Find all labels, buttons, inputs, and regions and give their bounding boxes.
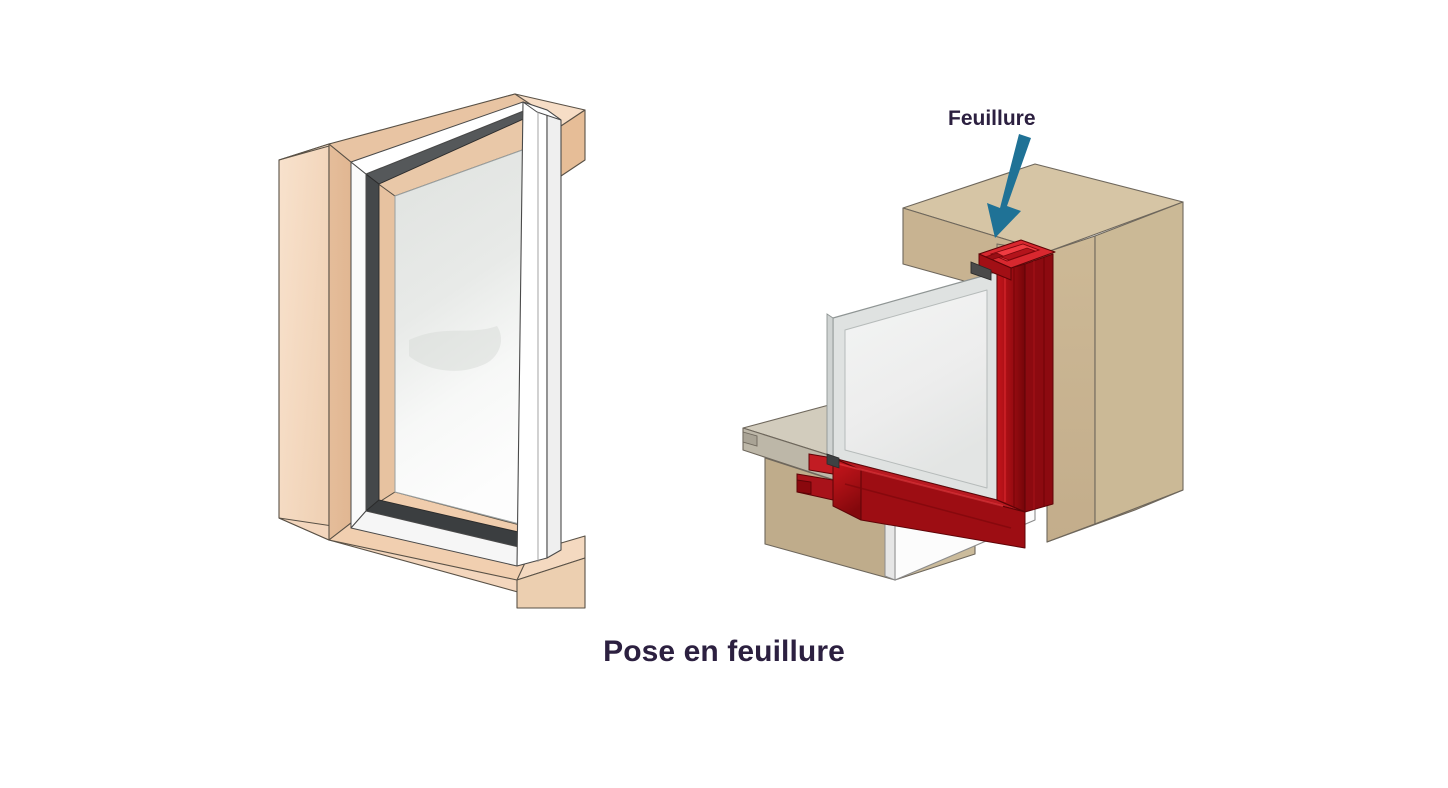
wall-face-left-pier <box>278 143 330 541</box>
figure-window-in-opening <box>255 88 615 613</box>
frame-right-stile-side <box>546 109 562 559</box>
window-frame-group <box>350 101 562 567</box>
profile-sill-rib-2 <box>844 483 1012 529</box>
down-arrow-icon <box>975 132 1045 240</box>
glass-unit-pane <box>844 289 988 489</box>
sill-drip-notch <box>742 431 758 447</box>
profile-lip-shadow <box>970 261 992 281</box>
figure-cutaway-section <box>735 128 1195 633</box>
frame-right-stile-top <box>522 101 562 121</box>
wall-jamb-bottom <box>1046 489 1184 543</box>
caption-text: Pose en feuillure <box>603 635 845 668</box>
annotation-label: Feuillure <box>948 107 1036 130</box>
frame-left-stile <box>350 161 367 529</box>
profile-chamber-2 <box>999 247 1037 261</box>
profile-sill-rib-1 <box>838 463 1004 507</box>
wall-sill-front <box>516 557 586 609</box>
wall-jamb-face <box>1046 235 1096 543</box>
annotation-feuillure: Feuillure <box>948 108 1148 142</box>
profile-head-cut-section <box>970 239 1056 281</box>
glass-unit-group <box>826 271 998 501</box>
glass-unit-edge <box>826 313 834 459</box>
wall-outer-face <box>1094 201 1184 525</box>
profile-jamb-front-face <box>996 263 1026 513</box>
arrow-shape <box>987 134 1031 238</box>
glass-reflection <box>409 326 501 371</box>
window-profile-group <box>796 239 1056 549</box>
profile-glazing-bead-shadow <box>826 453 840 469</box>
gasket-left <box>365 173 380 512</box>
profile-mitre-line <box>996 499 1026 513</box>
profile-sill-nose-tip <box>796 479 812 495</box>
figure-caption: Pose en feuillure <box>0 633 1448 671</box>
profile-jamb-side-face <box>1024 253 1054 513</box>
profile-rebate-lip <box>978 253 1012 281</box>
